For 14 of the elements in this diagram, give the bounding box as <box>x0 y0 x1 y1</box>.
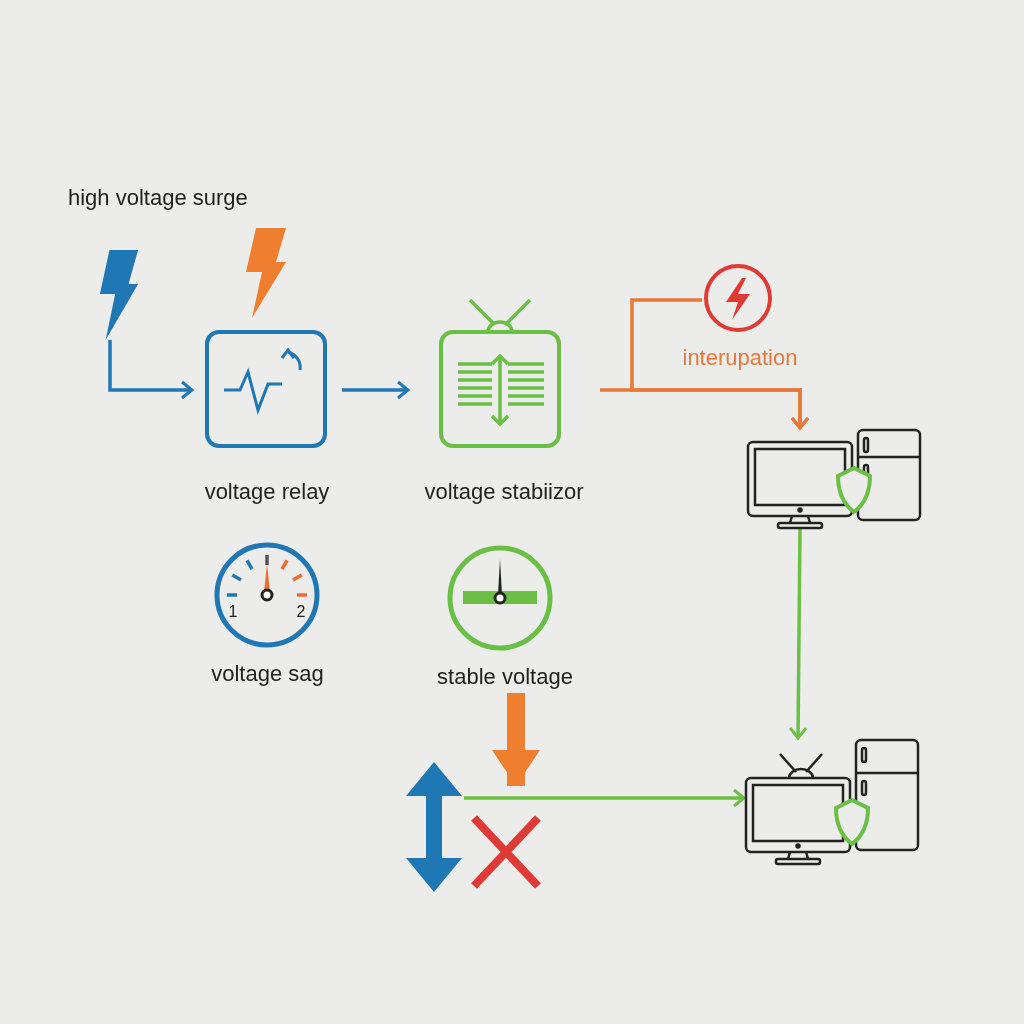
arrow <box>630 298 810 430</box>
caption-text: high voltage surge <box>68 184 248 212</box>
node-label: voltage sag <box>210 660 325 688</box>
scale-number: 2 <box>295 602 307 622</box>
node-label: interupation <box>681 344 799 372</box>
node-label: stable voltage <box>436 663 574 691</box>
arrow <box>788 528 808 740</box>
block-arrow <box>492 693 540 786</box>
arrow <box>108 340 194 400</box>
arrow <box>464 788 746 808</box>
node-label: voltage relay <box>203 478 331 506</box>
scale-number: 1 <box>227 602 239 622</box>
arrow <box>342 380 410 400</box>
node-label: voltage stabiizor <box>423 478 585 506</box>
